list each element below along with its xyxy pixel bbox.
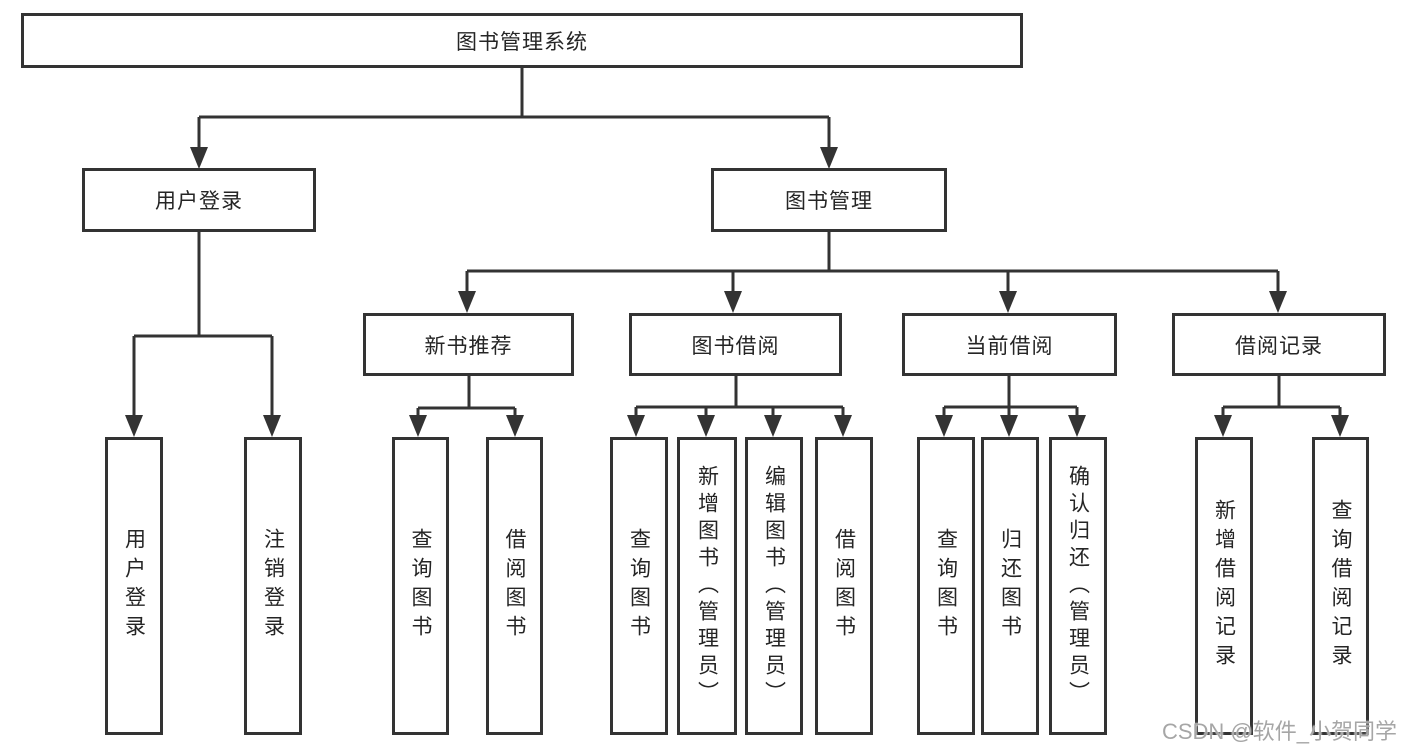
leaf-add-book-admin: 新增图书（管理员） (677, 437, 737, 735)
node-label: 用户登录 (122, 528, 146, 644)
node-label: 当前借阅 (965, 334, 1054, 358)
node-label: 查询图书 (934, 528, 958, 644)
node-label: 确认归还（管理员） (1066, 464, 1090, 708)
node-label: 新书推荐 (424, 334, 513, 358)
node-label: 归还图书 (998, 528, 1022, 644)
node-borrow-history: 借阅记录 (1172, 313, 1386, 376)
node-label: 图书管理系统 (456, 30, 588, 54)
node-root: 图书管理系统 (21, 13, 1023, 68)
node-label: 图书借阅 (691, 334, 780, 358)
node-new-book-recommend: 新书推荐 (363, 313, 574, 376)
node-label: 借阅记录 (1235, 334, 1323, 358)
leaf-confirm-return-admin: 确认归还（管理员） (1049, 437, 1107, 735)
node-label: 借阅图书 (832, 528, 856, 644)
node-label: 借阅图书 (503, 528, 526, 644)
node-label: 新增图书（管理员） (695, 464, 719, 708)
leaf-add-borrow-record: 新增借阅记录 (1195, 437, 1253, 735)
csdn-watermark: CSDN @软件_小贺同学 (1161, 719, 1397, 744)
leaf-query-book-current: 查询图书 (917, 437, 975, 735)
leaf-borrow-book-recommend: 借阅图书 (486, 437, 543, 735)
leaf-query-book-borrow: 查询图书 (610, 437, 668, 735)
node-label: 注销登录 (261, 528, 285, 644)
node-current-borrow: 当前借阅 (902, 313, 1117, 376)
node-book-management: 图书管理 (711, 168, 947, 232)
leaf-query-book-recommend: 查询图书 (392, 437, 449, 735)
node-label: 图书管理 (785, 190, 873, 213)
node-book-borrow: 图书借阅 (629, 313, 842, 376)
node-label: 查询图书 (627, 528, 651, 644)
leaf-borrow-book: 借阅图书 (815, 437, 873, 735)
node-label: 用户登录 (155, 190, 243, 213)
node-label: 查询图书 (409, 528, 432, 644)
leaf-edit-book-admin: 编辑图书（管理员） (745, 437, 803, 735)
node-label: 编辑图书（管理员） (762, 464, 786, 708)
leaf-logout: 注销登录 (244, 437, 302, 735)
leaf-query-borrow-record: 查询借阅记录 (1312, 437, 1369, 735)
node-label: 新增借阅记录 (1212, 499, 1236, 673)
node-user-login: 用户登录 (82, 168, 316, 232)
node-label: 查询借阅记录 (1329, 499, 1352, 673)
leaf-user-login: 用户登录 (105, 437, 163, 735)
leaf-return-book: 归还图书 (981, 437, 1039, 735)
